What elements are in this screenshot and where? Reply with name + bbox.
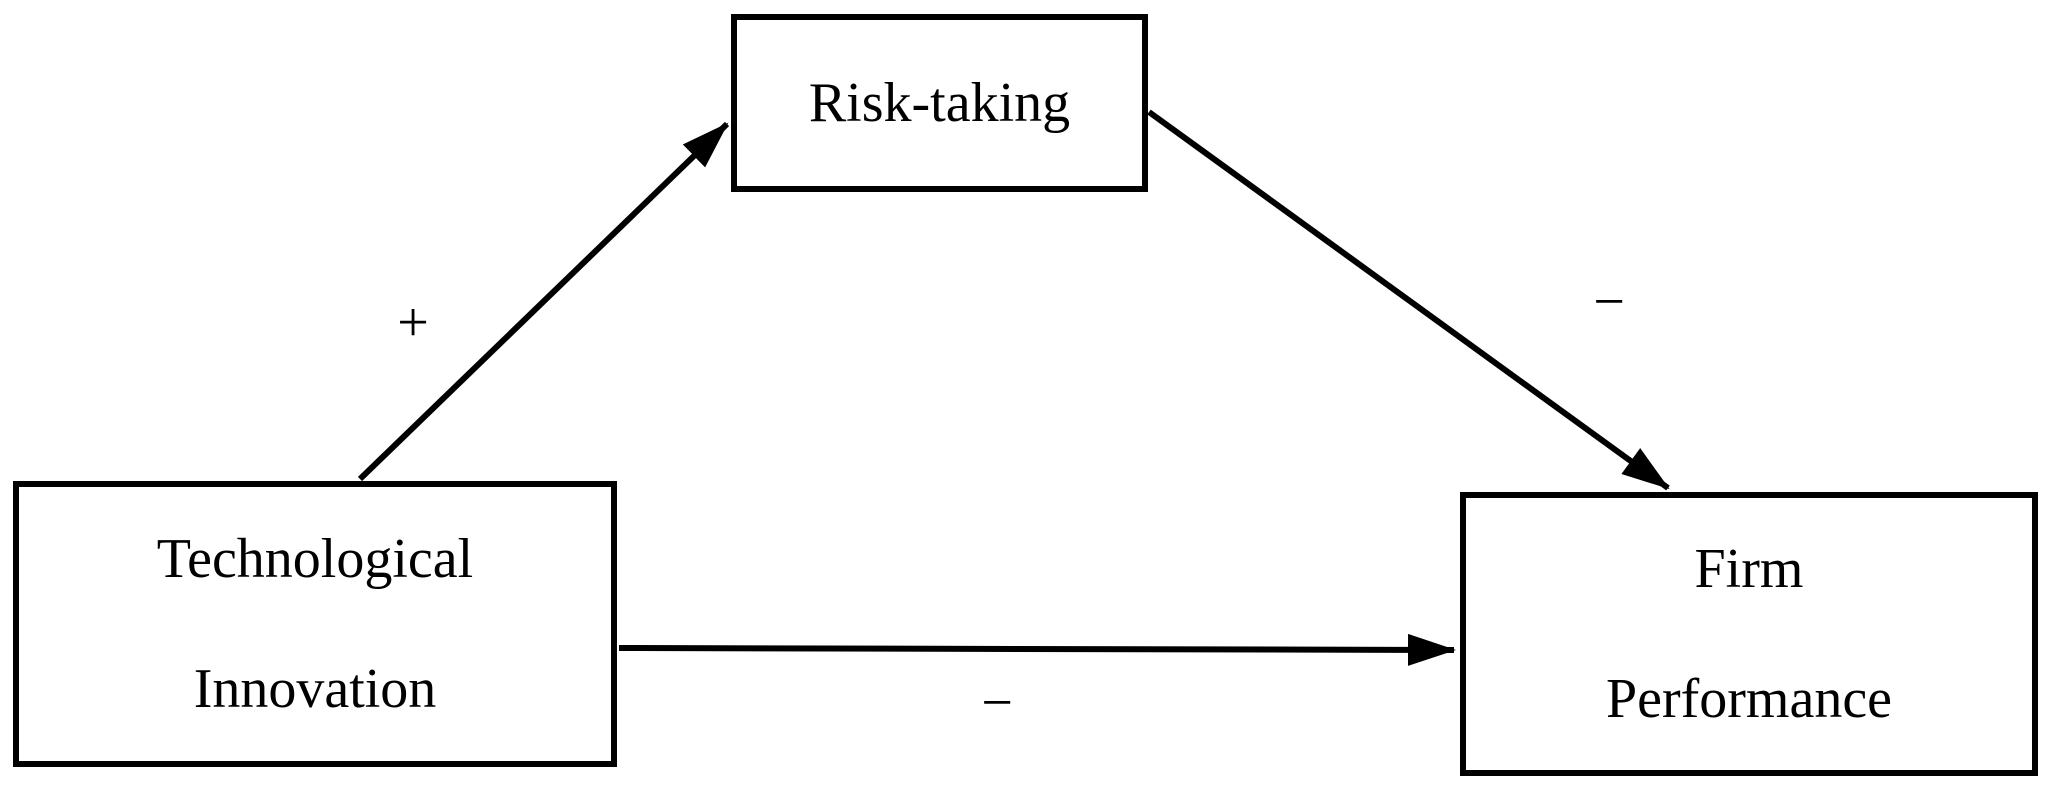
node-label-line: Innovation [193,658,437,720]
node-label-line: Technological [156,528,474,590]
node-label: Technological Innovation [157,494,473,754]
arrow-ti-to-fp [618,633,1456,666]
node-technological-innovation: Technological Innovation [13,481,617,767]
node-risk-taking: Risk-taking [731,14,1148,192]
node-label: Risk-taking [809,71,1070,135]
edge-sign-negative-direct: − [981,672,1013,734]
node-label: Firm Performance [1606,504,1892,764]
node-firm-performance: Firm Performance [1460,492,2038,776]
node-label-line: Performance [1605,668,1893,730]
node-label-line: Risk-taking [808,71,1071,134]
arrow-rt-to-fp [1147,109,1670,491]
node-label-line: Firm [1694,538,1804,600]
edge-sign-negative-mediated: − [1593,271,1625,333]
edge-sign-positive: + [397,292,429,354]
arrow-ti-to-rt [357,121,730,482]
